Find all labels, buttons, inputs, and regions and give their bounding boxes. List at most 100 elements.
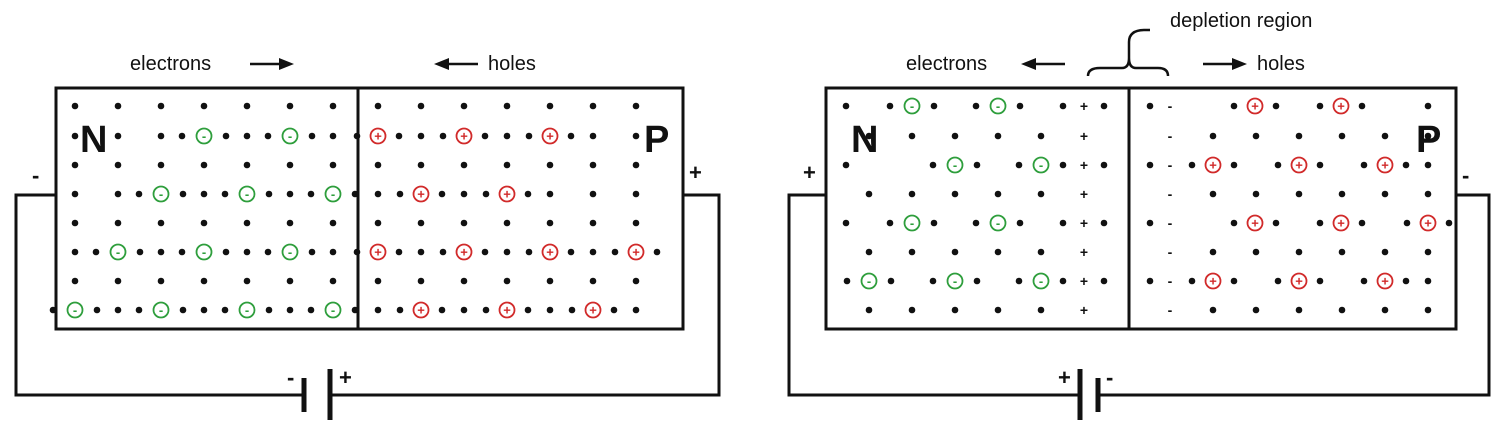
- lattice-atom-dot: [1188, 161, 1196, 169]
- lattice-atom-dot: [135, 306, 143, 314]
- lattice-atom-dot: [503, 248, 511, 256]
- hole-icon: +: [1246, 97, 1264, 115]
- svg-text:-: -: [245, 303, 249, 318]
- svg-text:-: -: [953, 158, 957, 173]
- lattice-atom-dot: [481, 132, 489, 140]
- lattice-atom-dot: [1316, 219, 1324, 227]
- lattice-atom-dot: [951, 190, 959, 198]
- lattice-atom-dot: [396, 306, 404, 314]
- free-electron-icon: -: [946, 272, 964, 290]
- lattice-atom-dot: [1358, 219, 1366, 227]
- lattice-atom-dot: [243, 277, 251, 285]
- svg-text:-: -: [159, 187, 163, 202]
- lattice-atom-dot: [417, 161, 425, 169]
- lattice-atom-dot: [1295, 248, 1303, 256]
- battery-right-polarity: -: [1106, 365, 1113, 390]
- depletion-brace-icon: [1086, 28, 1170, 77]
- depletion-region-label: depletion region: [1170, 10, 1312, 32]
- svg-text:+: +: [1295, 274, 1303, 289]
- p-label: P: [644, 119, 669, 161]
- lattice-atom-dot: [200, 277, 208, 285]
- lattice-atom-dot: [460, 102, 468, 110]
- hole-icon: +: [498, 185, 516, 203]
- positive-ion-mark: +: [1080, 98, 1088, 114]
- lattice-atom-dot: [114, 102, 122, 110]
- svg-text:-: -: [1039, 158, 1043, 173]
- lattice-atom-dot: [1230, 161, 1238, 169]
- lattice-atom-dot: [589, 219, 597, 227]
- lattice-atom-dot: [1037, 248, 1045, 256]
- lattice-atom-dot: [1381, 190, 1389, 198]
- svg-text:+: +: [1251, 99, 1259, 114]
- svg-text:-: -: [867, 274, 871, 289]
- lattice-atom-dot: [353, 132, 361, 140]
- svg-text:+: +: [1337, 216, 1345, 231]
- lattice-atom-dot: [1188, 277, 1196, 285]
- lattice-atom-dot: [482, 190, 490, 198]
- battery-left-polarity: +: [1058, 365, 1071, 390]
- svg-text:+: +: [1295, 158, 1303, 173]
- lattice-atom-dot: [503, 132, 511, 140]
- negative-ion-mark: -: [1168, 98, 1173, 114]
- lattice-atom-dot: [286, 219, 294, 227]
- free-electron-icon: -: [989, 214, 1007, 232]
- battery-left-polarity: -: [287, 365, 294, 390]
- lattice-atom-dot: [374, 161, 382, 169]
- lattice-atom-dot: [135, 190, 143, 198]
- lattice-atom-dot: [1338, 132, 1346, 140]
- lattice-atom-dot: [1059, 277, 1067, 285]
- svg-text:+: +: [546, 129, 554, 144]
- n-region: [824, 86, 1131, 331]
- lattice-atom-dot: [243, 219, 251, 227]
- lattice-atom-dot: [329, 132, 337, 140]
- svg-text:-: -: [288, 129, 292, 144]
- hole-icon: +: [498, 301, 516, 319]
- hole-icon: +: [1332, 97, 1350, 115]
- lattice-atom-dot: [243, 161, 251, 169]
- lattice-atom-dot: [1424, 161, 1432, 169]
- hole-icon: +: [369, 243, 387, 261]
- lattice-atom-dot: [503, 102, 511, 110]
- forward-bias-diagram: - + N P - + electrons holes --+++---++--…: [14, 53, 721, 420]
- lattice-atom-dot: [114, 219, 122, 227]
- lattice-atom-dot: [265, 306, 273, 314]
- svg-text:-: -: [245, 187, 249, 202]
- lattice-atom-dot: [417, 277, 425, 285]
- n-label: N: [851, 119, 878, 161]
- lattice-atom-dot: [1402, 161, 1410, 169]
- svg-text:+: +: [1209, 158, 1217, 173]
- electrons-label: electrons: [130, 53, 211, 75]
- lattice-atom-dot: [994, 190, 1002, 198]
- lattice-atom-dot: [114, 161, 122, 169]
- lattice-atom-dot: [374, 219, 382, 227]
- positive-ion-mark: +: [1080, 215, 1088, 231]
- lattice-atom-dot: [157, 219, 165, 227]
- svg-text:-: -: [202, 245, 206, 260]
- lattice-atom-dot: [1016, 219, 1024, 227]
- positive-ion-mark: +: [1080, 186, 1088, 202]
- lattice-atom-dot: [1316, 102, 1324, 110]
- lattice-atom-dot: [114, 306, 122, 314]
- lattice-atom-dot: [460, 190, 468, 198]
- positive-ion-mark: +: [1080, 302, 1088, 318]
- lattice-atom-dot: [179, 306, 187, 314]
- lattice-atom-dot: [1295, 190, 1303, 198]
- lattice-atom-dot: [286, 306, 294, 314]
- hole-icon: +: [1204, 156, 1222, 174]
- lattice-atom-dot: [200, 219, 208, 227]
- svg-text:-: -: [1039, 274, 1043, 289]
- lattice-atom-dot: [1424, 190, 1432, 198]
- lattice-atom-dot: [546, 190, 554, 198]
- lattice-atom-dot: [1338, 248, 1346, 256]
- lattice-atom-dot: [351, 190, 359, 198]
- free-electron-icon: -: [1032, 272, 1050, 290]
- lattice-atom-dot: [71, 190, 79, 198]
- lattice-atom-dot: [908, 306, 916, 314]
- lattice-atom-dot: [865, 248, 873, 256]
- svg-text:+: +: [460, 129, 468, 144]
- p-label: P: [1416, 119, 1441, 161]
- svg-text:-: -: [996, 216, 1000, 231]
- svg-text:+: +: [546, 245, 554, 260]
- lattice-atom-dot: [842, 219, 850, 227]
- lattice-atom-dot: [374, 102, 382, 110]
